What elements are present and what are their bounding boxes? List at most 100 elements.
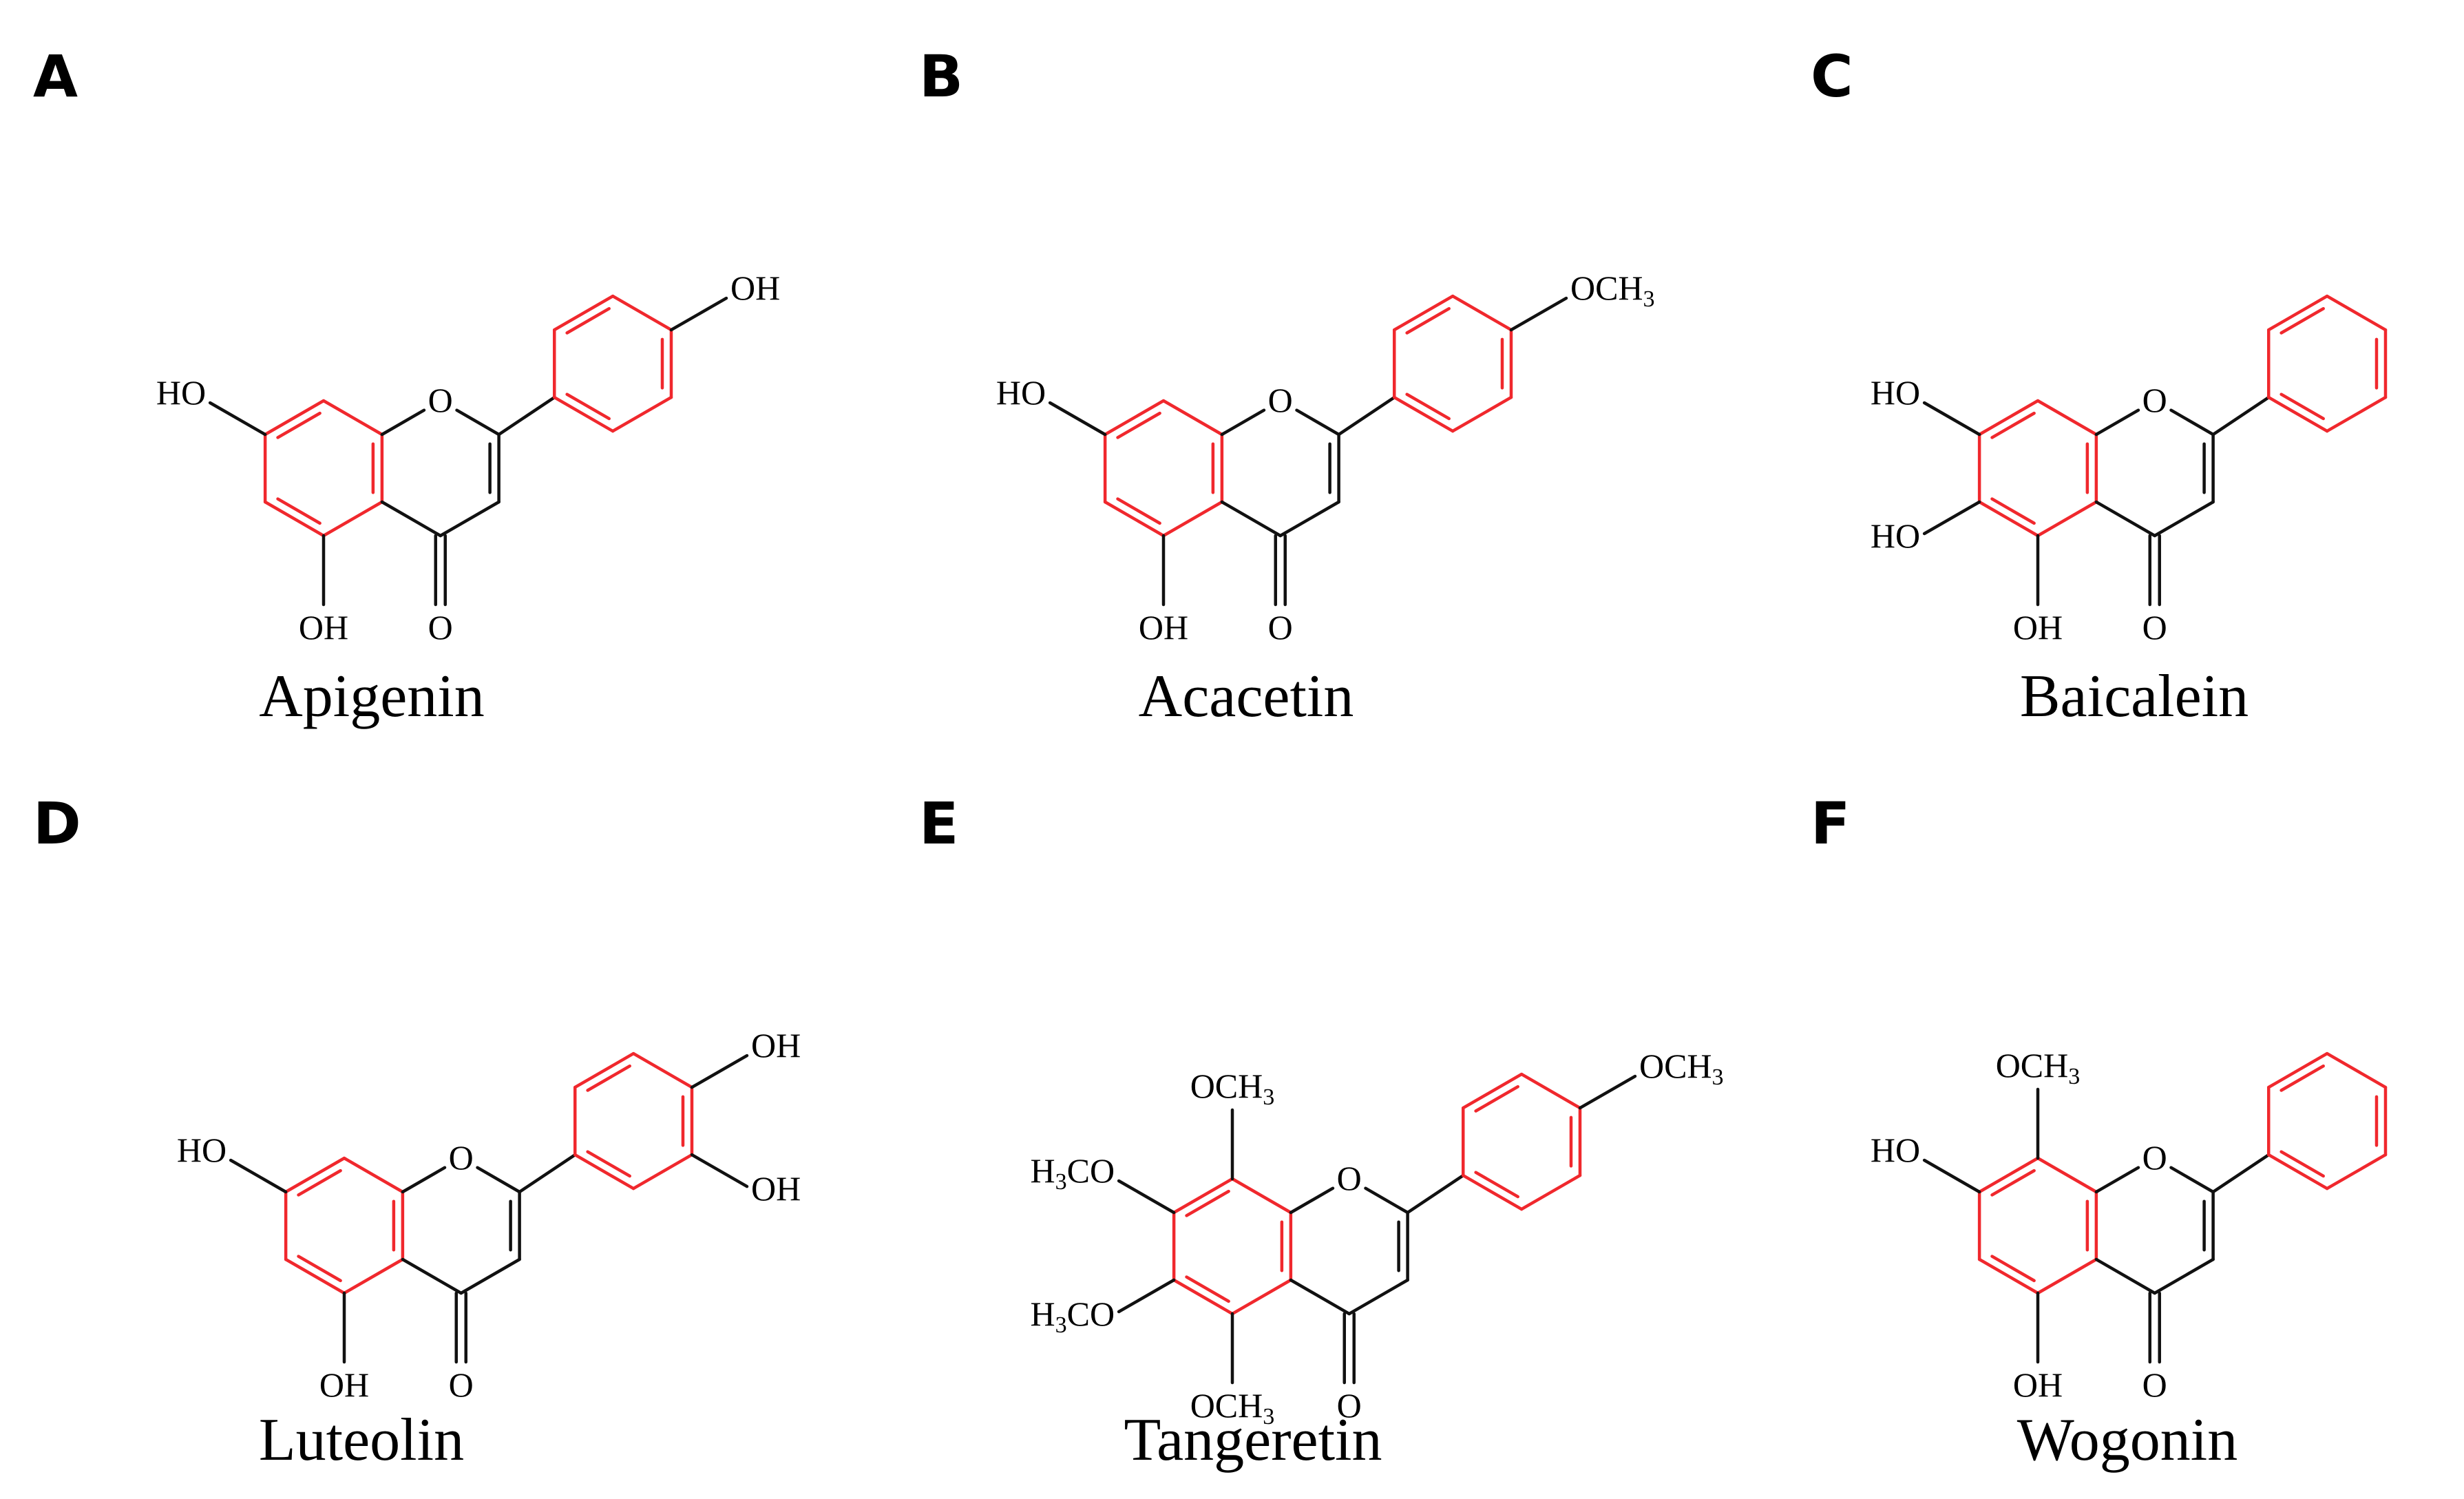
compound-name: Tangeretin bbox=[1124, 1407, 1382, 1474]
c7-substituent-label: HO bbox=[156, 373, 206, 412]
c7-substituent-label: HO bbox=[1871, 1131, 1920, 1169]
carbonyl-oxygen-label: O bbox=[1268, 608, 1293, 647]
c6-bond bbox=[1117, 1278, 1176, 1314]
c7-bond bbox=[1048, 401, 1107, 437]
ring-b-double bbox=[565, 392, 611, 421]
ring-a-bond bbox=[1230, 1177, 1293, 1215]
ring-a-double bbox=[297, 1255, 342, 1283]
ring-a-double bbox=[276, 497, 322, 525]
ring-c-bond bbox=[459, 1257, 521, 1295]
ring-b-bond bbox=[2325, 1051, 2388, 1089]
ring-a-double bbox=[1990, 1168, 2036, 1197]
c5-substituent-label: OH bbox=[1139, 608, 1188, 647]
ring-a-bond bbox=[322, 500, 384, 538]
c7-bond bbox=[208, 401, 267, 437]
ring-b-bond bbox=[1451, 294, 1513, 332]
ring-b-bond bbox=[631, 1153, 694, 1191]
ring-b-double bbox=[565, 306, 611, 335]
ring-a-bond bbox=[342, 1257, 405, 1295]
c8-substituent-label: OCH3 bbox=[1190, 1067, 1275, 1110]
ring-c-bond bbox=[439, 500, 501, 538]
ring-a-bond bbox=[1161, 399, 1224, 437]
ring-c-bond bbox=[2094, 1166, 2140, 1194]
ring-c-bond bbox=[2169, 1166, 2215, 1194]
c7-bond bbox=[1922, 401, 1981, 437]
c6-substituent-label: HO bbox=[1871, 516, 1920, 555]
c6-substituent-label: H3CO bbox=[1031, 1294, 1115, 1338]
ring-a-double bbox=[276, 411, 322, 439]
ring-a-bond bbox=[342, 1156, 405, 1194]
ring-c-bond bbox=[1347, 1278, 1409, 1316]
ring-a-double bbox=[1116, 497, 1161, 525]
carbonyl-oxygen-label: O bbox=[428, 608, 453, 647]
ring-c-bond bbox=[476, 1166, 521, 1194]
ring-oxygen-label: O bbox=[449, 1138, 474, 1177]
ring-a-bond bbox=[1977, 500, 2040, 538]
ring-a-bond bbox=[284, 1156, 346, 1194]
ring-b-bond bbox=[573, 1153, 635, 1191]
ring-c-bond bbox=[2153, 500, 2215, 538]
ring-oxygen-label: O bbox=[428, 381, 453, 419]
ring-b-double bbox=[1474, 1084, 1519, 1113]
ring-c-bond bbox=[1295, 408, 1340, 437]
ring-a-double bbox=[1990, 411, 2036, 439]
ring-oxygen-label: O bbox=[2142, 1138, 2167, 1177]
ring-c-bond bbox=[380, 500, 442, 538]
p4-substituent-label: OCH3 bbox=[1570, 269, 1655, 312]
ring-b-double bbox=[2279, 306, 2325, 335]
c7-substituent-label: H3CO bbox=[1031, 1151, 1115, 1195]
ring-b-bond bbox=[1392, 294, 1455, 332]
ring-c-bond bbox=[1289, 1186, 1335, 1215]
ring-b-bond bbox=[2266, 294, 2329, 332]
c2-phenyl-bond bbox=[497, 395, 556, 437]
ring-a-bond bbox=[263, 399, 326, 437]
panel-letter: D bbox=[33, 790, 81, 857]
c7-bond bbox=[1922, 1158, 1981, 1194]
ring-b-bond bbox=[1451, 395, 1513, 433]
c5-substituent-label: OH bbox=[2013, 608, 2063, 647]
ring-b-double bbox=[2279, 392, 2325, 421]
c5-substituent-label: OH bbox=[299, 608, 348, 647]
ring-b-bond bbox=[2266, 1153, 2329, 1191]
c2-phenyl-bond bbox=[2211, 1153, 2271, 1194]
ring-a-bond bbox=[1103, 500, 1166, 538]
ring-b-bond bbox=[1519, 1072, 1582, 1110]
ring-b-bond bbox=[2266, 395, 2329, 433]
carbonyl-oxygen-label: O bbox=[2142, 1365, 2167, 1404]
ring-b-bond bbox=[2325, 1153, 2388, 1191]
ring-c-bond bbox=[401, 1166, 447, 1194]
ring-a-double bbox=[1990, 497, 2036, 525]
compound-name: Apigenin bbox=[259, 663, 485, 730]
ring-c-bond bbox=[1220, 408, 1266, 437]
p3-bond bbox=[690, 1153, 749, 1188]
ring-a-double bbox=[1990, 1255, 2036, 1283]
ring-oxygen-label: O bbox=[1268, 381, 1293, 419]
panel-letter: E bbox=[919, 790, 958, 857]
ring-c-bond bbox=[1364, 1186, 1409, 1215]
ring-a-bond bbox=[1172, 1278, 1234, 1316]
ring-b-double bbox=[2279, 1150, 2325, 1178]
p4-bond bbox=[669, 296, 728, 332]
ring-a-double bbox=[297, 1168, 342, 1197]
ring-b-bond bbox=[611, 395, 673, 433]
c5-substituent-label: OH bbox=[2013, 1365, 2063, 1404]
p4-substituent-label: OH bbox=[730, 269, 780, 307]
ring-b-bond bbox=[573, 1051, 635, 1089]
ring-b-bond bbox=[2266, 1051, 2329, 1089]
carbonyl-oxygen-label: O bbox=[2142, 608, 2167, 647]
p4-substituent-label: OCH3 bbox=[1639, 1047, 1724, 1090]
ring-a-bond bbox=[322, 399, 384, 437]
c7-bond bbox=[1117, 1179, 1176, 1215]
ring-a-double bbox=[1185, 1189, 1230, 1217]
ring-c-bond bbox=[2094, 408, 2140, 437]
c6-bond bbox=[1922, 500, 1981, 536]
ring-b-double bbox=[586, 1064, 631, 1092]
ring-c-bond bbox=[2094, 500, 2156, 538]
c2-phenyl-bond bbox=[1337, 395, 1396, 437]
panel-letter: F bbox=[1811, 790, 1850, 857]
